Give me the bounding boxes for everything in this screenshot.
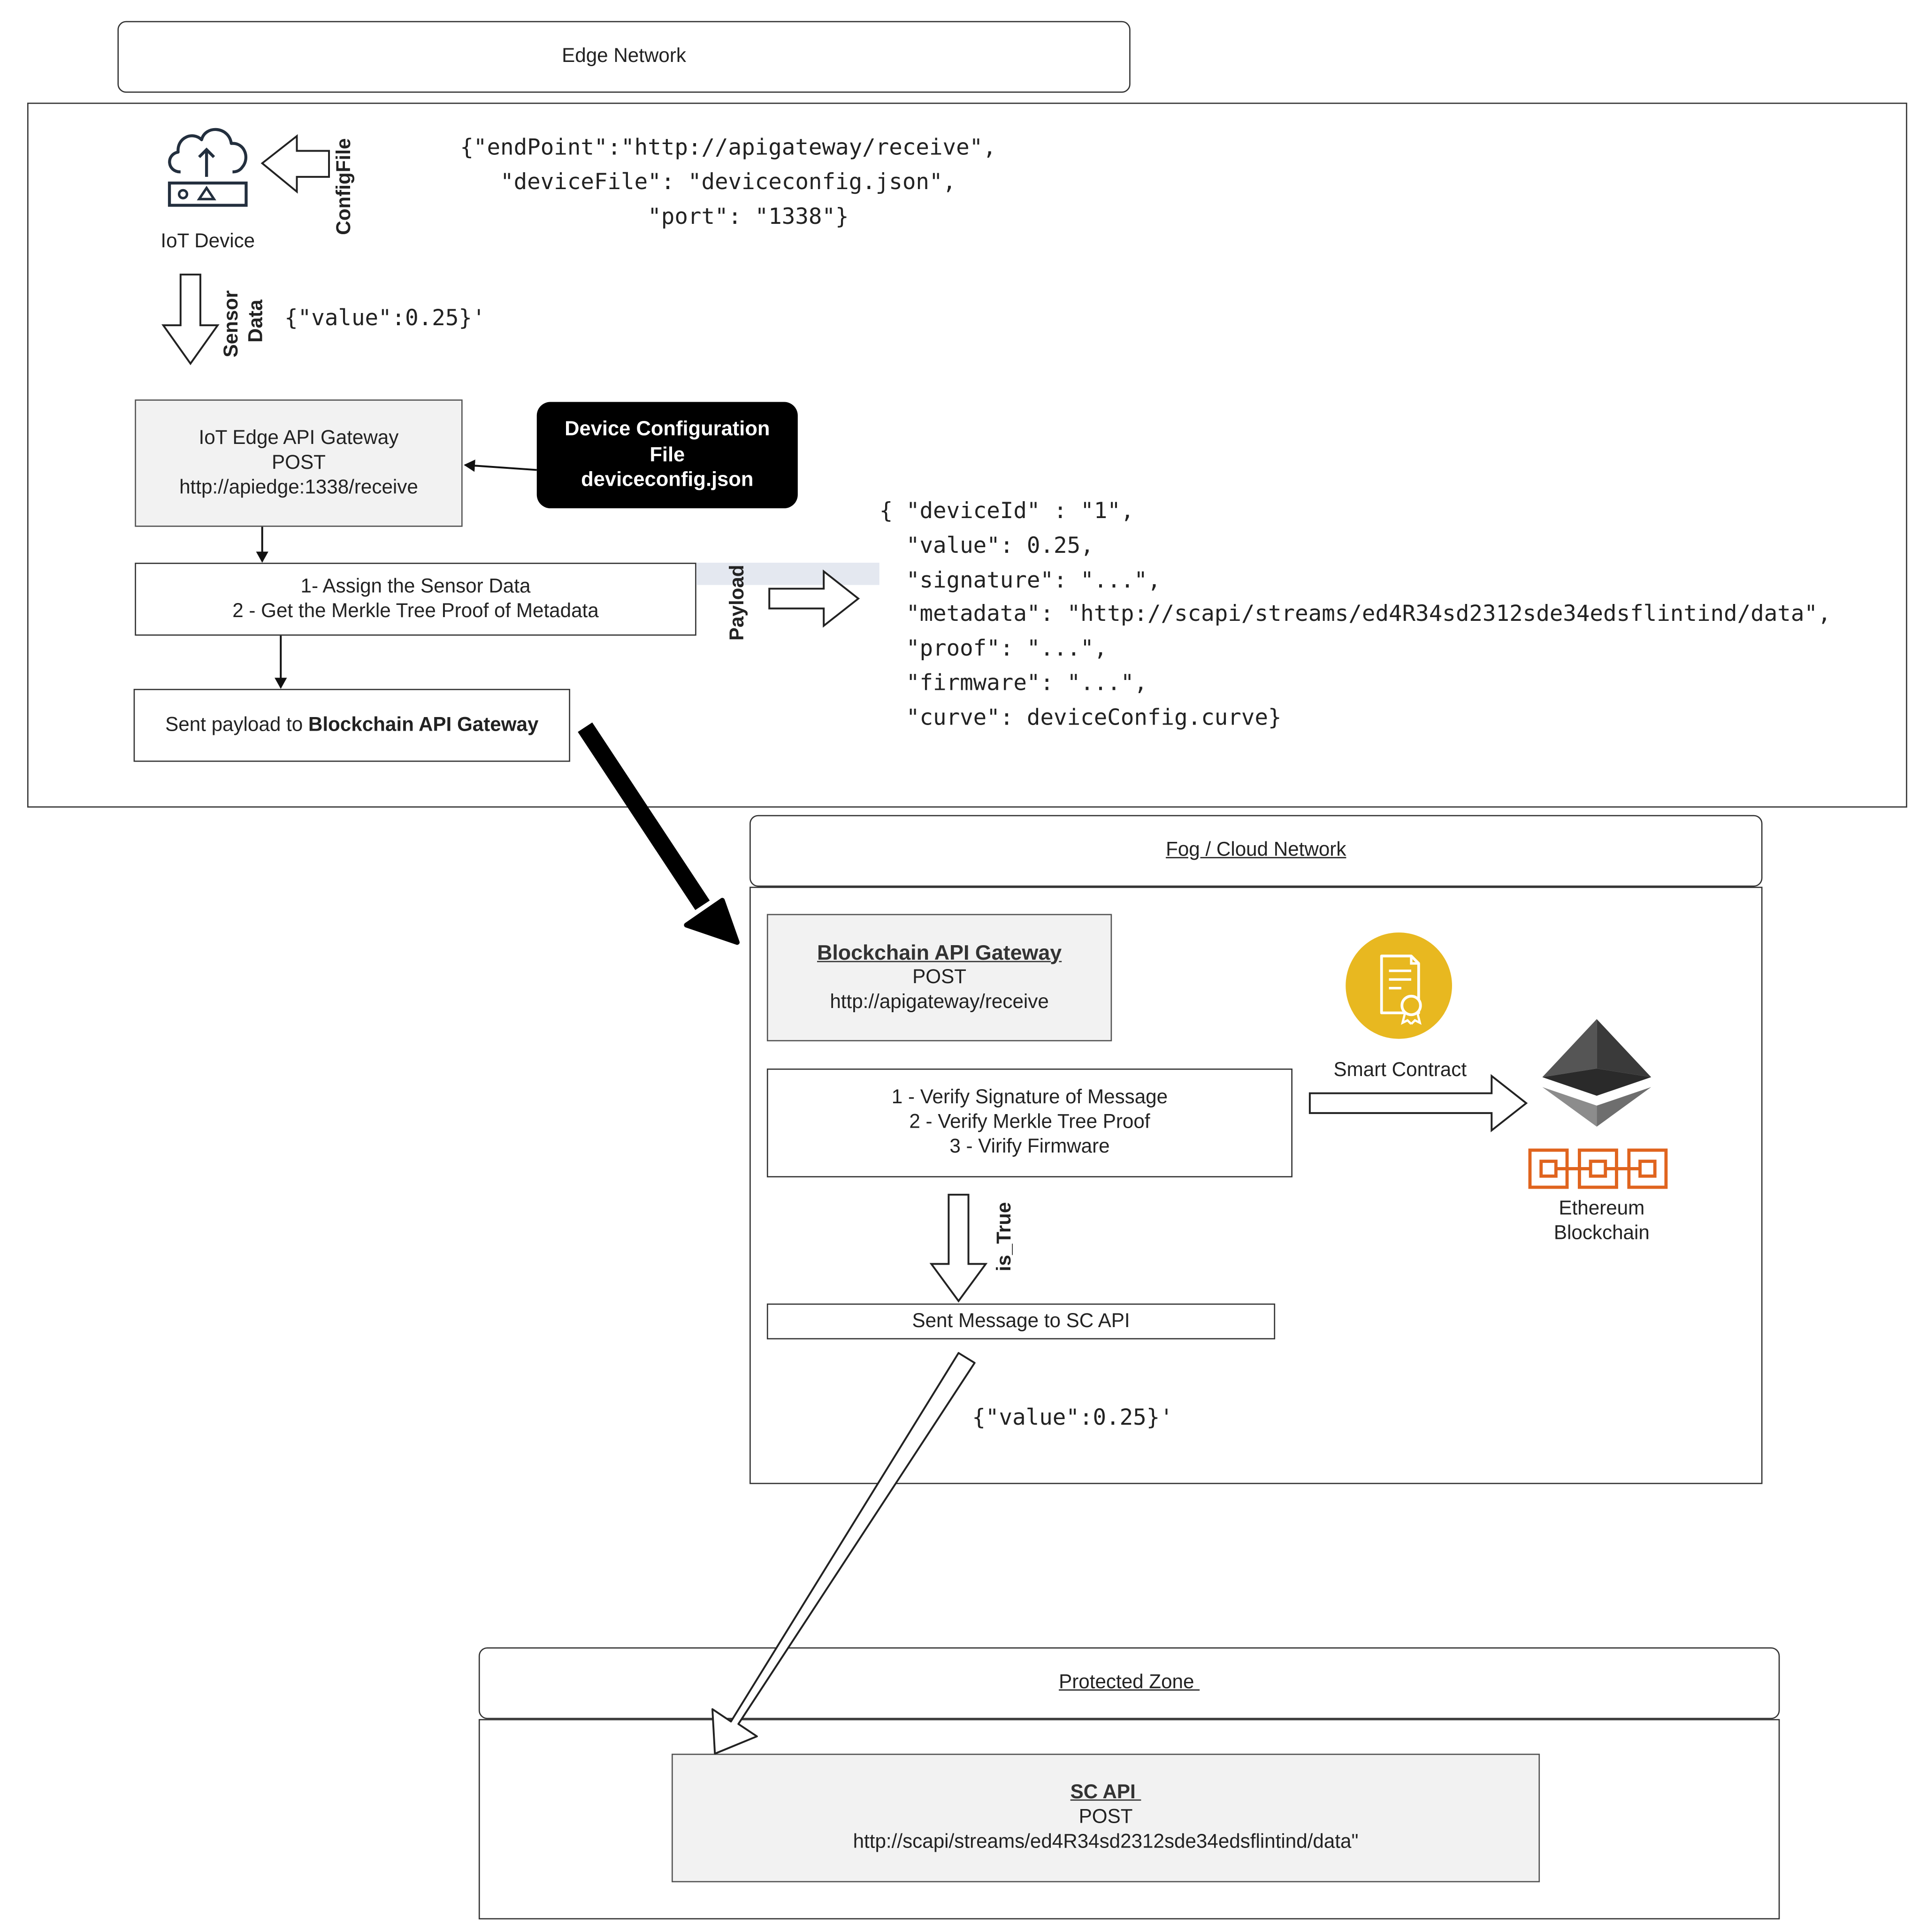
send-payload-prefix: Sent payload to — [165, 714, 308, 735]
smart-contract-label: Smart Contract — [1333, 1060, 1467, 1081]
edge-network-title: Edge Network — [562, 46, 686, 67]
config-json: {"endPoint":"http://apigateway/receive",… — [460, 135, 996, 230]
sc-api-title: SC API — [1070, 1782, 1141, 1803]
ethereum-label-line2: Blockchain — [1553, 1223, 1650, 1245]
ethereum-label: Ethereum Blockchain — [1515, 1197, 1688, 1246]
sensor-steps-box: 1- Assign the Sensor Data 2 - Get the Me… — [135, 563, 696, 636]
send-sc-api-label: Sent Message to SC API — [912, 1310, 1130, 1332]
verify-steps-box: 1 - Verify Signature of Message 2 - Veri… — [766, 1068, 1292, 1177]
verify-signature: 1 - Verify Signature of Message — [891, 1087, 1168, 1108]
step-assign-sensor: 1- Assign the Sensor Data — [300, 575, 531, 597]
send-payload-box: Sent payload to Blockchain API Gateway — [133, 688, 570, 762]
fog-to-protected-arrow — [711, 1352, 976, 1755]
fog-value-json: {"value":0.25}' — [972, 1405, 1173, 1431]
sensor-data-arrow — [161, 274, 220, 366]
sensor-value-json: {"value":0.25}' — [284, 305, 486, 332]
fog-network-header: Fog / Cloud Network — [749, 815, 1763, 887]
send-payload-target: Blockchain API Gateway — [308, 714, 539, 735]
device-config-file-box: Device Configuration File deviceconfig.j… — [536, 402, 798, 509]
blockchain-icon — [1528, 1148, 1668, 1189]
iot-edge-gateway-method: POST — [272, 452, 326, 473]
payload-json: { "deviceId" : "1", "value": 0.25, "sign… — [879, 498, 1831, 731]
iot-device-label: IoT Device — [161, 231, 255, 252]
device-config-filename: deviceconfig.json — [581, 469, 754, 491]
payload-arrow — [768, 569, 860, 628]
protected-zone-title: Protected Zone — [1059, 1672, 1200, 1693]
iot-edge-gateway-title: IoT Edge API Gateway — [199, 427, 399, 449]
step-merkle-proof: 2 - Get the Merkle Tree Proof of Metadat… — [232, 600, 599, 622]
configfile-arrow — [260, 134, 330, 194]
smart-contract-arrow — [1308, 1074, 1528, 1132]
ethereum-label-line1: Ethereum — [1559, 1198, 1645, 1220]
iot-edge-gateway-box: IoT Edge API Gateway POST http://apiedge… — [135, 399, 463, 527]
verify-merkle: 2 - Verify Merkle Tree Proof — [909, 1112, 1150, 1133]
blockchain-gateway-title: Blockchain API Gateway — [817, 940, 1062, 964]
iot-edge-gateway-url: http://apiedge:1338/receive — [179, 476, 418, 498]
sc-api-method: POST — [1078, 1807, 1133, 1828]
is-true-arrow — [929, 1193, 988, 1303]
device-config-file-word: File — [650, 443, 685, 466]
device-config-connector — [464, 459, 537, 472]
blockchain-gateway-url: http://apigateway/receive — [830, 991, 1049, 1013]
sc-api-box: SC API POST http://scapi/streams/ed4R34s… — [672, 1753, 1540, 1883]
payload-highlight — [696, 563, 879, 585]
blockchain-gateway-method: POST — [912, 966, 966, 988]
verify-firmware: 3 - Virify Firmware — [949, 1136, 1110, 1158]
smart-contract-icon — [1346, 932, 1452, 1039]
protected-zone-header: Protected Zone — [478, 1647, 1780, 1719]
iot-device-icon — [168, 128, 248, 207]
edge-to-fog-arrowhead — [684, 898, 740, 945]
sc-api-url: http://scapi/streams/ed4R34sd2312sde34ed… — [853, 1832, 1359, 1853]
ethereum-icon — [1542, 1019, 1652, 1127]
fog-network-title: Fog / Cloud Network — [1166, 840, 1346, 861]
send-sc-api-box: Sent Message to SC API — [766, 1303, 1276, 1340]
edge-to-fog-arrow-shaft — [578, 722, 710, 910]
blockchain-gateway-box: Blockchain API Gateway POST http://apiga… — [766, 914, 1112, 1042]
edge-network-header: Edge Network — [117, 21, 1131, 93]
device-config-title: Device Configuration — [565, 418, 770, 441]
